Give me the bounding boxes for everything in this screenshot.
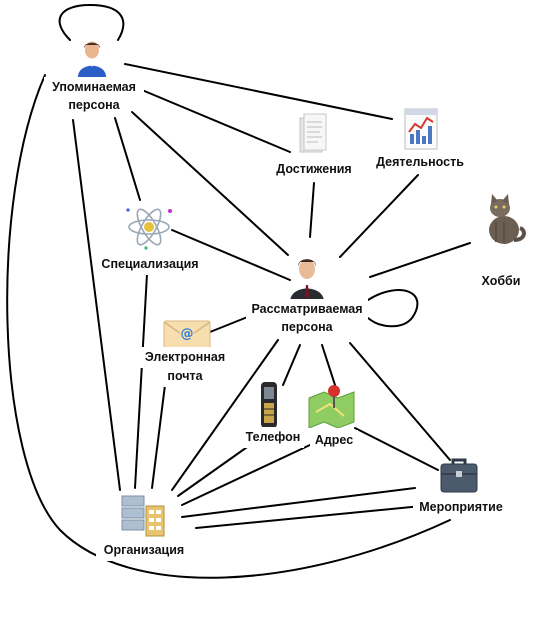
svg-text:@: @ [181, 327, 194, 342]
edge-mentioned-achievements [141, 89, 291, 153]
edge-address-organization [181, 444, 311, 506]
edge-considered-self [367, 289, 419, 328]
edge-email-organization [151, 384, 166, 489]
edge-considered-achievements [309, 182, 315, 238]
node-label-organization: Организация [96, 540, 192, 561]
edge-event-organization [181, 487, 416, 518]
edge-considered-organization [171, 339, 279, 491]
edge-mentioned-considered [131, 111, 289, 256]
edge-considered-hobby [369, 242, 471, 278]
edge-considered-phone [282, 344, 301, 386]
edge-address-event [354, 427, 439, 471]
edge-mentioned-activity [124, 63, 393, 120]
edge-considered-address [321, 344, 336, 386]
phone-icon [261, 382, 277, 428]
edge-considered-activity [339, 174, 419, 258]
server-building-icon [121, 495, 165, 537]
chart-report-icon [404, 108, 438, 150]
edge-mentioned-organization [72, 119, 121, 491]
node-label-mentioned-person-line1: Упоминаемая [44, 77, 144, 98]
node-label-considered-person-line2: персона [275, 317, 339, 338]
edge-mentioned-specialization [114, 117, 141, 201]
edge-considered-email [209, 315, 251, 333]
node-label-phone: Телефон [242, 427, 304, 448]
edge-event-organization-2 [195, 504, 433, 529]
map-pin-icon [308, 385, 355, 428]
edge-mentioned-self [58, 3, 125, 41]
node-label-achievements: Достижения [270, 159, 358, 180]
node-label-considered-person-line1: Рассматриваемая [246, 299, 368, 320]
edge-considered-event [349, 342, 451, 461]
cat-icon [489, 194, 526, 244]
atom-icon [126, 208, 172, 250]
node-label-mentioned-person-line2: персона [62, 95, 126, 116]
node-label-address: Адрес [310, 430, 358, 451]
node-label-email-line1: Электронная [138, 347, 232, 368]
edge-considered-specialization [171, 229, 291, 281]
node-label-email-line2: почта [163, 366, 207, 387]
node-label-event: Мероприятие [413, 497, 509, 518]
node-label-activity: Деятельность [372, 152, 468, 173]
edge-mentioned-event [6, 74, 451, 579]
node-label-specialization: Специализация [96, 254, 204, 275]
person-icon [78, 41, 106, 77]
briefcase-icon [440, 458, 478, 493]
envelope-icon: @ [163, 320, 211, 350]
edge-specialization-organization [134, 273, 148, 489]
edge-phone-organization [177, 444, 251, 497]
businessman-icon [290, 259, 324, 302]
document-icon [299, 113, 327, 153]
node-label-hobby: Хобби [478, 271, 524, 292]
